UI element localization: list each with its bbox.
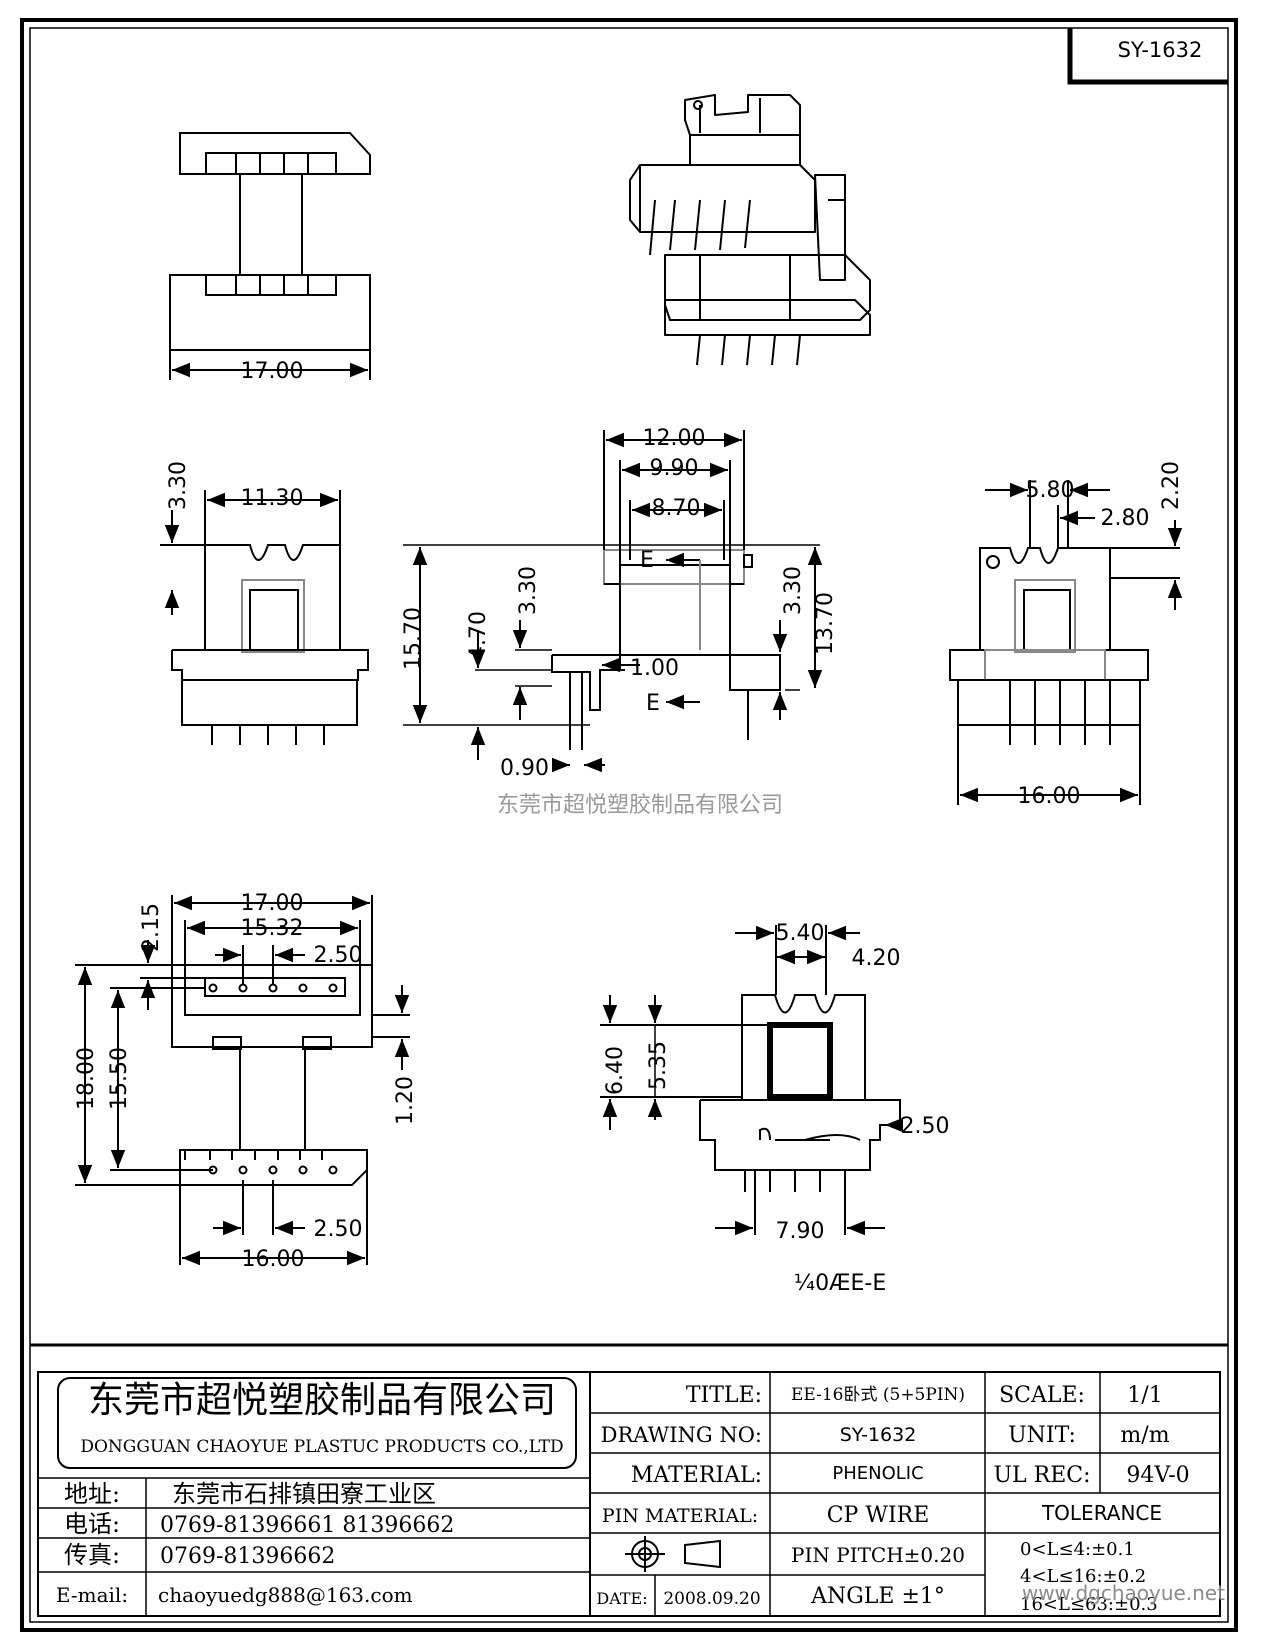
title-value: EE-16卧式 (5+5PIN) <box>791 1385 965 1405</box>
drawing-no-value: SY-1632 <box>840 1424 917 1446</box>
address-value: 东莞市石排镇田寮工业区 <box>172 1480 436 1508</box>
inner-frame <box>29 27 1229 1623</box>
front-view <box>160 490 369 745</box>
phone-label: 电话: <box>64 1510 120 1538</box>
dim-bottom-1-20: 1.20 <box>393 1076 418 1125</box>
drawing-number-box: SY-1632 <box>1067 28 1228 85</box>
dim-side-13-70: 13.70 <box>813 592 838 655</box>
unit-label: UNIT: <box>1008 1423 1076 1448</box>
dim-bottom-16-00: 16.00 <box>242 1247 305 1272</box>
pin-material-label: PIN MATERIAL: <box>602 1505 758 1527</box>
address-label: 地址: <box>64 1480 120 1508</box>
dim-side-3-30-right: 3.30 <box>781 566 806 615</box>
section-e-e-label: ¼0ÆE-E <box>794 1271 887 1296</box>
dim-front-height: 3.30 <box>166 461 191 510</box>
dim-top-width: 17.00 <box>241 359 304 384</box>
projection-symbol-icon <box>625 1536 721 1572</box>
tolerance-line-1: 0<L≤4:±0.1 <box>1020 1539 1135 1560</box>
top-view <box>169 132 371 380</box>
dim-sec-5-40: 5.40 <box>776 921 825 946</box>
email-value: chaoyuedg888@163.com <box>158 1583 413 1607</box>
dim-bottom-2-50-top: 2.50 <box>314 943 363 968</box>
dim-bottom-2-50-bot: 2.50 <box>314 1217 363 1242</box>
dim-sec-7-90: 7.90 <box>776 1219 825 1244</box>
dim-side-0-90: 0.90 <box>500 756 549 781</box>
section-e-bottom: E <box>646 691 660 716</box>
pin-material-value: CP WIRE <box>827 1503 930 1528</box>
tolerance-line-2: 4<L≤16:±0.2 <box>1020 1566 1146 1587</box>
side-view <box>403 430 823 773</box>
dim-side-1-00: 1.00 <box>630 656 679 681</box>
dim-side-15-70: 15.70 <box>401 607 426 670</box>
section-view-e-e <box>600 925 903 1236</box>
material-label: MATERIAL: <box>631 1463 762 1488</box>
right-view <box>949 480 1183 805</box>
dim-bottom-17-00: 17.00 <box>241 891 304 916</box>
drawing-number-label: SY-1632 <box>1118 38 1203 62</box>
dim-right-16-00: 16.00 <box>1018 784 1081 809</box>
email-label: E-mail: <box>56 1583 128 1607</box>
fax-value: 0769-81396662 <box>160 1544 335 1569</box>
bottom-view <box>75 895 410 1266</box>
pin-pitch: PIN PITCH±0.20 <box>791 1543 965 1567</box>
dim-side-9-90: 9.90 <box>650 456 699 481</box>
dim-sec-4-20: 4.20 <box>852 946 901 971</box>
dim-sec-5-35: 5.35 <box>646 1041 671 1090</box>
ul-rec-label: UL REC: <box>993 1463 1090 1488</box>
dim-bottom-15-50: 15.50 <box>107 1047 132 1110</box>
dim-bottom-2-15: 2.15 <box>139 903 164 952</box>
material-value: PHENOLIC <box>832 1463 923 1484</box>
watermark-company: 东莞市超悦塑胶制品有限公司 <box>497 793 783 818</box>
tolerance-label: TOLERANCE <box>1041 1501 1162 1525</box>
outer-frame <box>20 18 1238 1632</box>
isometric-view <box>629 94 871 366</box>
drawing-no-label: DRAWING NO: <box>601 1423 762 1447</box>
angle-tolerance: ANGLE ±1° <box>810 1584 945 1609</box>
dim-side-12: 12.00 <box>643 426 706 451</box>
dim-side-4-70: 4.70 <box>466 611 491 660</box>
dim-right-2-20: 2.20 <box>1159 461 1184 510</box>
unit-value: m/m <box>1120 1423 1169 1448</box>
tolerance-line-3: 16<L≤63:±0.3 <box>1020 1594 1158 1615</box>
date-label: DATE: <box>596 1589 647 1608</box>
scale-label: SCALE: <box>999 1383 1085 1408</box>
dim-sec-2-50: 2.50 <box>901 1114 950 1139</box>
section-e-top: E <box>640 548 654 573</box>
dim-right-5-80: 5.80 <box>1026 478 1075 503</box>
scale-value: 1/1 <box>1127 1383 1162 1408</box>
website-watermark: www.dgchaoyue.net <box>1022 1581 1225 1605</box>
fax-label: 传真: <box>64 1541 120 1569</box>
phone-value: 0769-81396661 81396662 <box>160 1513 454 1538</box>
dim-bottom-18-00: 18.00 <box>74 1047 99 1110</box>
dim-front-width: 11.30 <box>241 486 304 511</box>
dim-bottom-15-32: 15.32 <box>241 916 304 941</box>
dim-sec-6-40: 6.40 <box>603 1046 628 1095</box>
ul-rec-value: 94V-0 <box>1126 1463 1189 1488</box>
company-name-en: DONGGUAN CHAOYUE PLASTUC PRODUCTS CO.,LT… <box>80 1437 563 1457</box>
title-label: TITLE: <box>686 1383 762 1408</box>
company-name-cn: 东莞市超悦塑胶制品有限公司 <box>88 1380 556 1421</box>
title-block <box>30 1343 1228 1617</box>
dim-right-2-80: 2.80 <box>1101 506 1150 531</box>
dim-side-3-30-left: 3.30 <box>516 566 541 615</box>
dim-side-8-70: 8.70 <box>652 496 701 521</box>
date-value: 2008.09.20 <box>663 1589 760 1609</box>
